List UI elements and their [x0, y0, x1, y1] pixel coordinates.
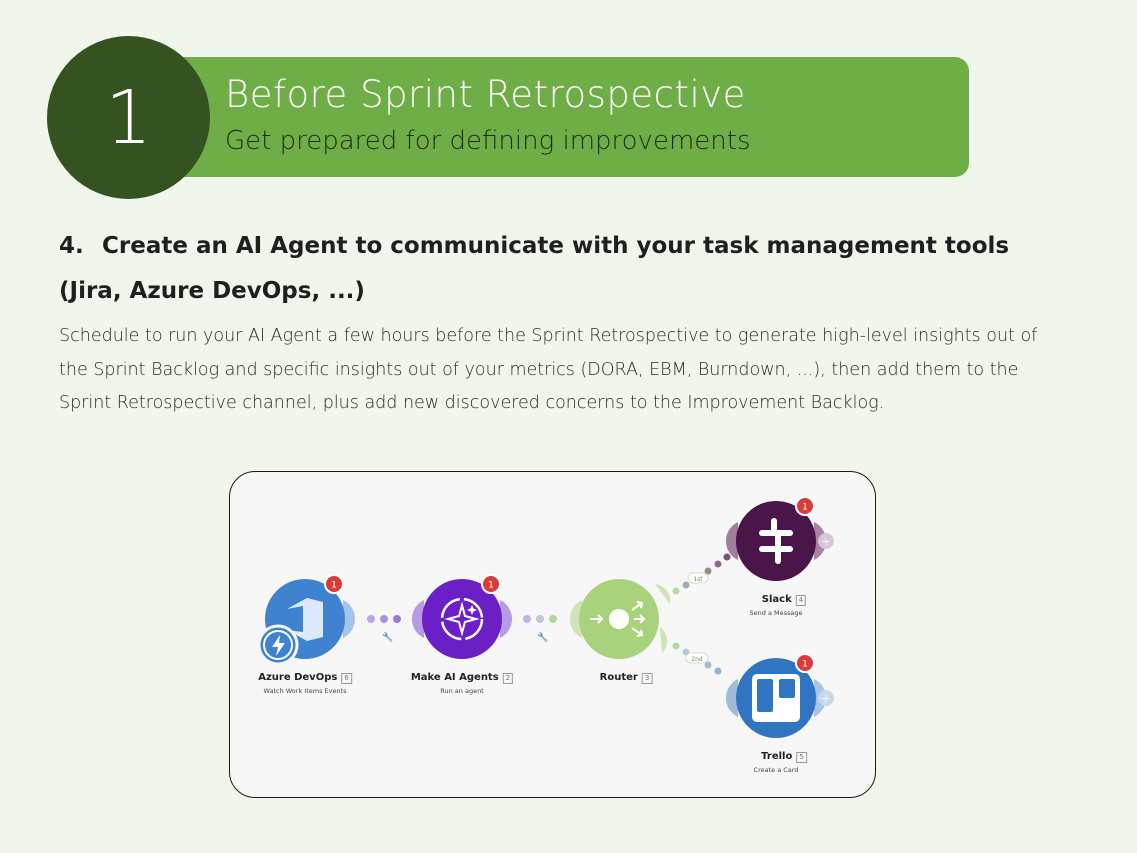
node-make-ai-agents[interactable]: 1: [411, 574, 513, 659]
route-label-2nd: 2nd: [691, 656, 703, 663]
section-heading-line1: Create an AI Agent to communicate with y…: [102, 233, 1010, 259]
add-module-icon-trello: +: [821, 692, 830, 705]
router-icon: [590, 601, 646, 637]
badge-trello: 1: [802, 660, 808, 670]
workflow-diagram: 🔧 🔧 1st 2nd: [229, 471, 876, 798]
connector-router-to-trello: 2nd: [672, 642, 722, 675]
node-slack[interactable]: + 1: [725, 496, 834, 581]
connector-ai-to-router: 🔧: [523, 615, 557, 643]
add-module-icon: +: [821, 535, 830, 548]
title-banner: [150, 57, 969, 177]
svg-text:🔧: 🔧: [537, 631, 548, 643]
ai-agent-icon: [440, 597, 484, 641]
step-number: 1: [104, 74, 153, 161]
page-title: Before Sprint Retrospective: [225, 73, 746, 116]
node-trello[interactable]: + 1: [725, 653, 834, 738]
badge-azure: 1: [331, 581, 337, 591]
section-paragraph: Schedule to run your AI Agent a few hour…: [59, 326, 1038, 413]
ai-node-action: Run an agent: [440, 687, 484, 695]
page-subtitle: Get prepared for defining improvements: [225, 126, 751, 156]
trello-node-action: Create a Card: [753, 766, 799, 774]
connector-azure-to-ai: 🔧: [367, 615, 401, 643]
section-heading-line2: (Jira, Azure DevOps, ...): [59, 278, 365, 304]
badge-slack: 1: [802, 503, 808, 513]
node-router[interactable]: [569, 579, 671, 659]
svg-text:🔧: 🔧: [382, 631, 393, 643]
slack-node-action: Send a Message: [749, 609, 803, 617]
route-label-1st: 1st: [693, 576, 703, 583]
workflow-canvas: 🔧 🔧 1st 2nd: [257, 496, 834, 738]
step-number-circle: 1: [47, 36, 210, 199]
connector-router-to-slack: 1st: [672, 553, 731, 595]
trello-icon: [752, 674, 800, 722]
badge-ai: 1: [488, 581, 494, 591]
slack-icon: [759, 518, 793, 564]
azure-node-action: Watch Work Items Events: [263, 687, 347, 695]
node-azure-devops[interactable]: 1: [257, 574, 356, 666]
azure-devops-icon: [287, 598, 323, 641]
section-heading: 4. Create an AI Agent to communicate with…: [59, 224, 1059, 314]
lightning-icon: [272, 635, 285, 656]
section-number: 4.: [59, 233, 84, 259]
